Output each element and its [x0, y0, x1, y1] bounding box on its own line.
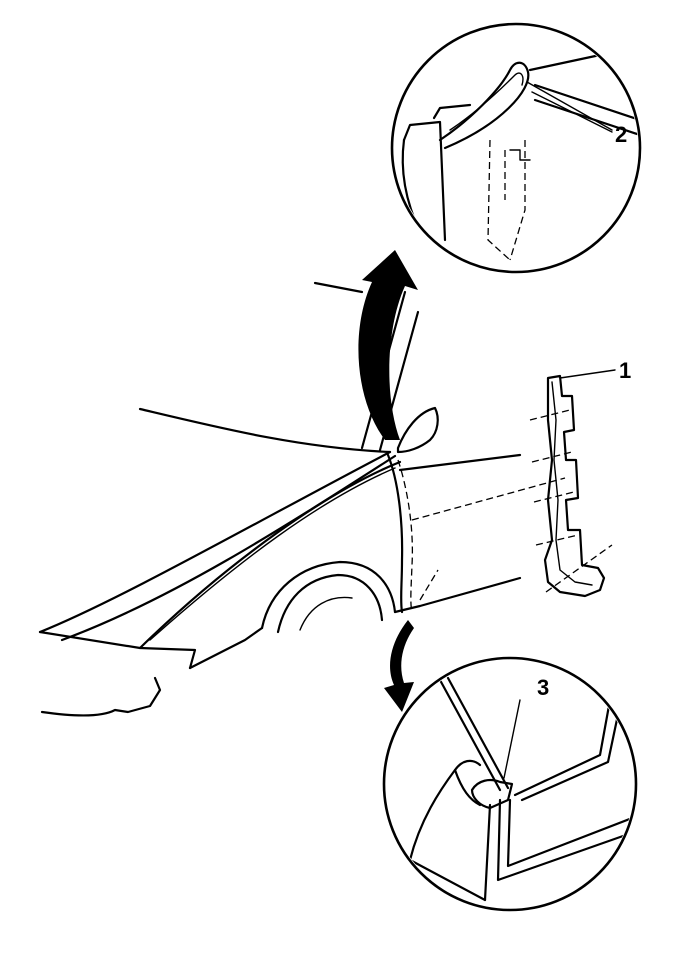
vehicle-front-fender [38, 281, 566, 717]
arrow-up-to-detail-icon [358, 250, 418, 440]
callout-3: 3 [537, 675, 549, 700]
fender-trim-part [529, 369, 616, 598]
bottom-detail-circle [382, 656, 638, 912]
top-detail-circle [390, 22, 642, 274]
arrow-down-to-detail-icon [384, 620, 414, 712]
callout-2: 2 [615, 122, 627, 147]
callout-1: 1 [619, 358, 631, 383]
